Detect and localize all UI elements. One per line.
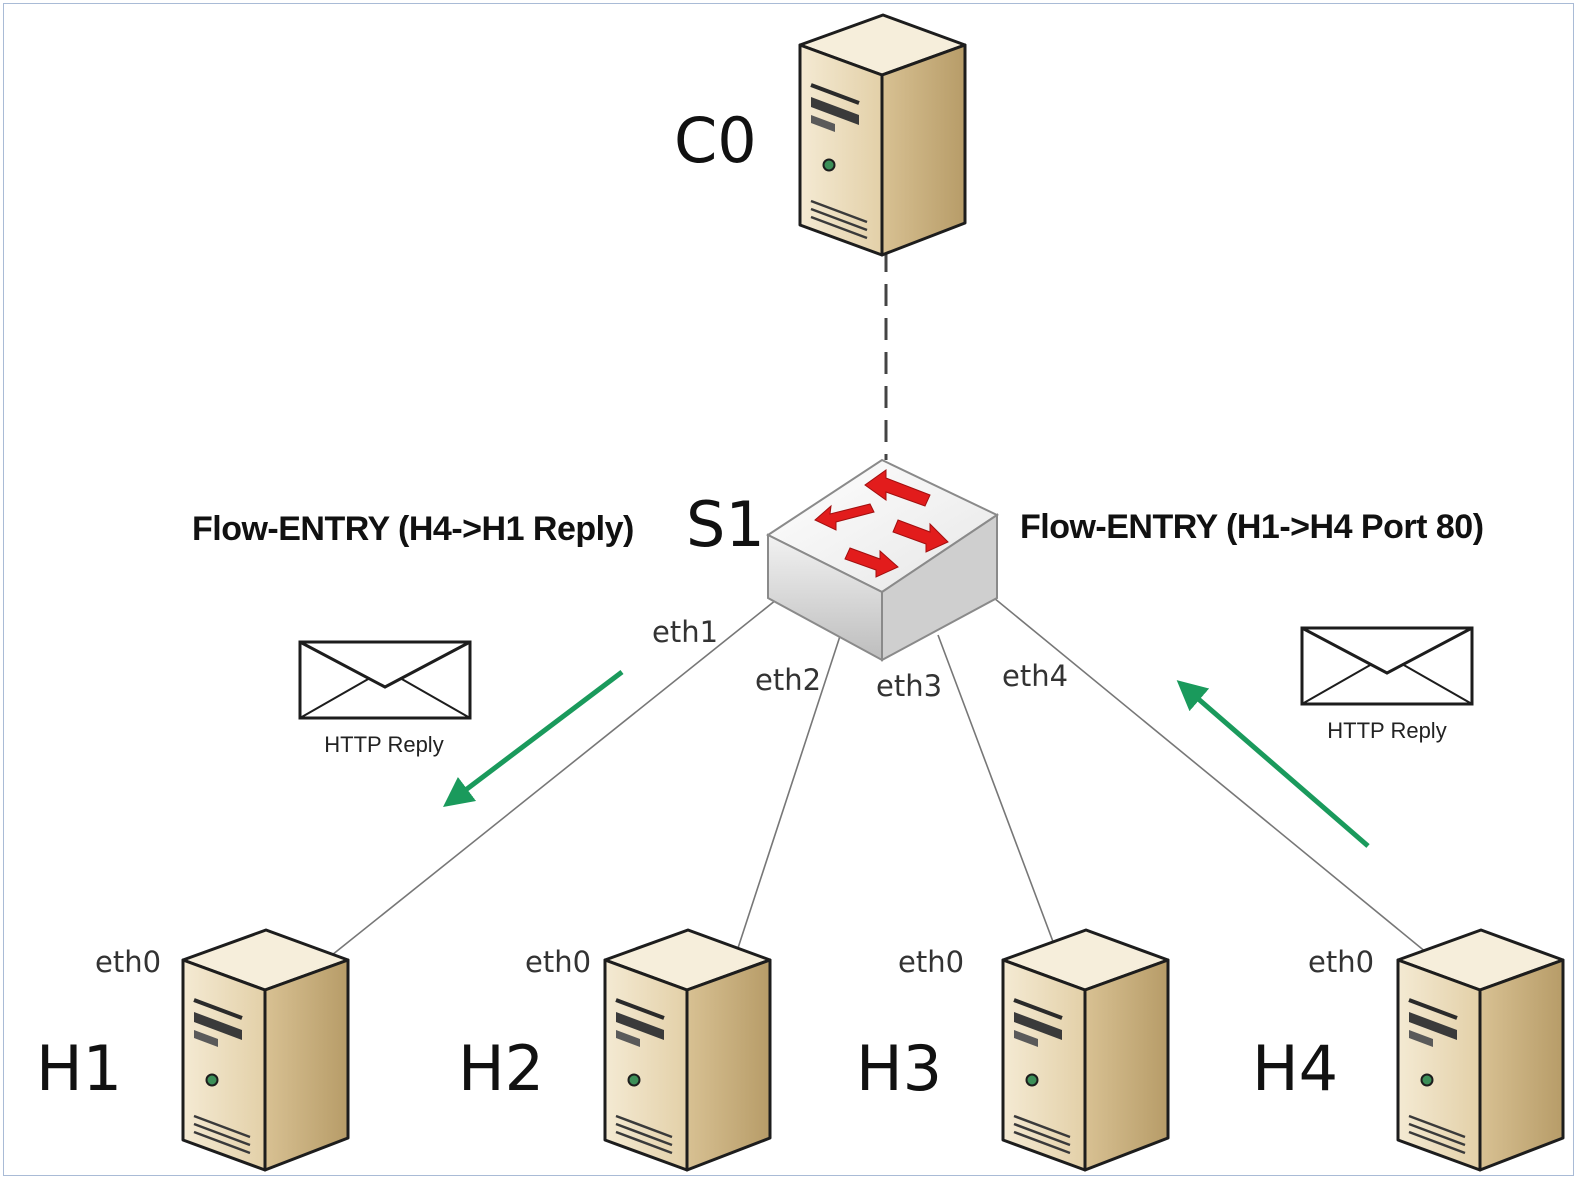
controller-label: C0 [674, 104, 757, 177]
h3-server-icon [1001, 928, 1170, 1172]
message-label-right: HTTP Reply [1327, 718, 1447, 743]
left-envelope-icon [298, 640, 472, 720]
flow-entry-right: Flow-ENTRY (H1->H4 Port 80) [1020, 508, 1484, 546]
link-eth2-h2 [737, 629, 843, 949]
flow-entry-left: Flow-ENTRY (H4->H1 Reply) [192, 510, 634, 548]
right-envelope-icon [1300, 626, 1474, 706]
h1-server-icon [181, 928, 350, 1172]
host-label-h3: H3 [856, 1032, 943, 1105]
link-eth1-h1 [331, 599, 777, 956]
h2-port-eth0: eth0 [525, 945, 592, 979]
h4-port-eth0: eth0 [1308, 945, 1375, 979]
reply-arrow-to-h1 [443, 670, 624, 808]
port-eth3: eth3 [876, 669, 943, 703]
port-eth4: eth4 [1002, 659, 1069, 693]
reply-arrow-from-h4 [1176, 680, 1370, 848]
switch-icon [766, 458, 1000, 662]
h1-port-eth0: eth0 [95, 945, 162, 979]
host-label-h4: H4 [1252, 1032, 1339, 1105]
controller-server-icon [798, 13, 967, 257]
switch-label: S1 [686, 488, 765, 561]
h4-server-icon [1396, 928, 1565, 1172]
host-label-h2: H2 [458, 1032, 545, 1105]
link-eth3-h3 [937, 634, 1059, 956]
h2-server-icon [603, 928, 772, 1172]
port-eth1: eth1 [652, 615, 719, 649]
port-eth2: eth2 [755, 663, 822, 697]
link-eth4-h4 [993, 597, 1439, 963]
host-label-h1: H1 [36, 1032, 123, 1105]
h3-port-eth0: eth0 [898, 945, 965, 979]
message-label-left: HTTP Reply [324, 732, 444, 757]
diagram-frame [3, 3, 1574, 1176]
